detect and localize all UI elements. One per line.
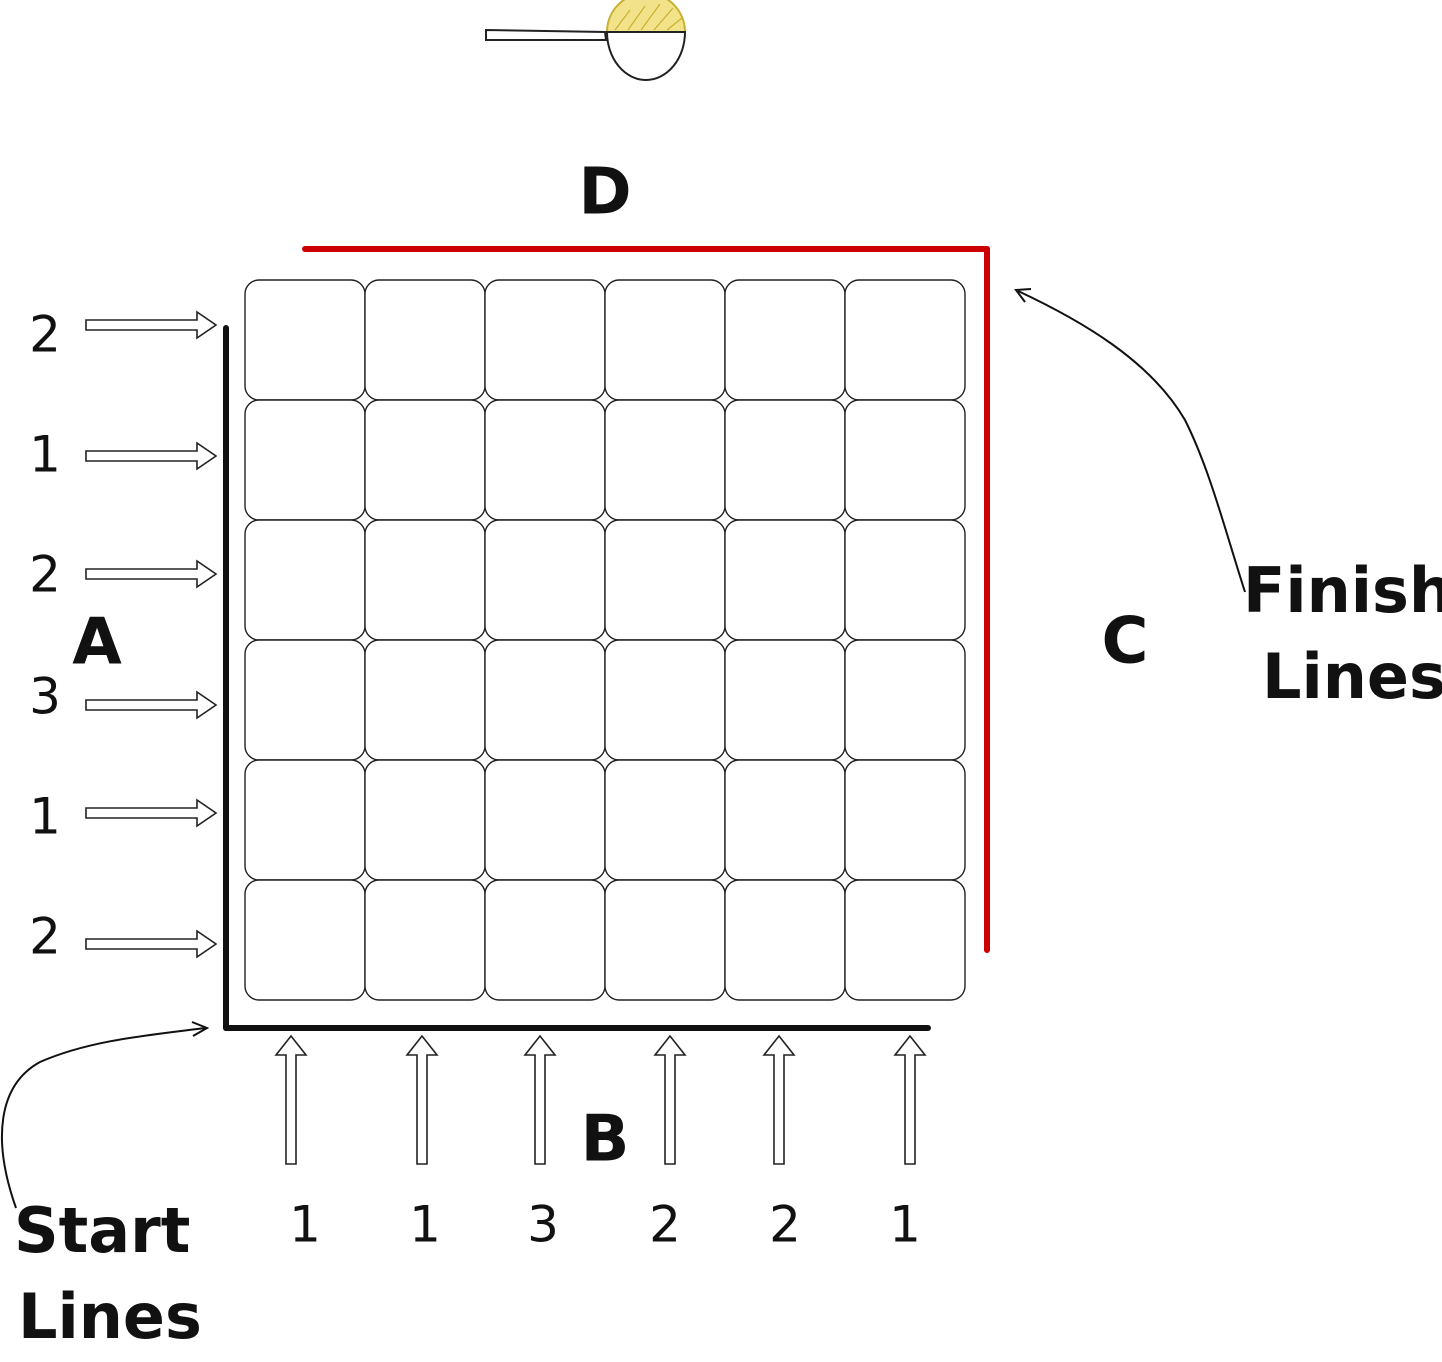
grid-cell	[844, 279, 966, 401]
grid-cell	[484, 639, 606, 761]
grid-cell	[844, 519, 966, 641]
start-caption-line2: Lines	[18, 1280, 202, 1353]
start-caption-line1: Start	[14, 1194, 190, 1267]
grid-cell	[364, 399, 486, 521]
row-arrow	[85, 559, 218, 589]
grid-cell	[844, 399, 966, 521]
side-label-a: A	[72, 606, 122, 680]
grid-cell	[244, 399, 366, 521]
column-arrow	[523, 1034, 557, 1165]
row-arrows	[85, 310, 218, 959]
column-arrows	[274, 1034, 927, 1165]
spoon-icon	[485, 0, 687, 81]
column-arrow	[274, 1034, 308, 1165]
grid-cell	[844, 879, 966, 1001]
column-arrow	[893, 1034, 927, 1165]
grid-cell	[604, 279, 726, 401]
start-pointer-arrow	[1, 1027, 206, 1209]
grid-cell	[244, 519, 366, 641]
grid-cell	[484, 879, 606, 1001]
grid-cell	[364, 279, 486, 401]
side-label-b: B	[581, 1103, 630, 1177]
grid-cell	[244, 759, 366, 881]
column-number: 2	[649, 1196, 681, 1254]
grid-cell	[364, 759, 486, 881]
finish-pointer-arrow	[1017, 290, 1246, 593]
row-number: 3	[29, 668, 61, 726]
row-number: 2	[29, 908, 61, 966]
column-number: 1	[409, 1196, 441, 1254]
column-arrow	[405, 1034, 439, 1165]
finish-caption-line1: Finish	[1243, 554, 1442, 627]
finish-pointer-arrowhead	[1014, 288, 1032, 303]
grid-cell	[364, 639, 486, 761]
grid-cell	[604, 399, 726, 521]
column-numbers: 1 1 3 2 2 1	[289, 1196, 921, 1254]
grid-cell	[604, 879, 726, 1001]
column-number: 1	[889, 1196, 921, 1254]
grid-cell	[364, 879, 486, 1001]
finish-caption-line2: Lines	[1262, 640, 1442, 713]
grid-cell	[244, 639, 366, 761]
side-label-c: C	[1102, 605, 1149, 679]
row-number: 2	[29, 306, 61, 364]
column-arrow	[762, 1034, 796, 1165]
row-arrow	[85, 798, 218, 828]
grid-cell	[724, 759, 846, 881]
row-arrow	[85, 929, 218, 959]
grid-cell	[484, 399, 606, 521]
grid-cell	[724, 879, 846, 1001]
grid-cell	[604, 639, 726, 761]
grid-cell	[484, 279, 606, 401]
row-number: 1	[29, 426, 61, 484]
column-number: 3	[527, 1196, 559, 1254]
grid-cell	[604, 519, 726, 641]
grid-cell	[844, 759, 966, 881]
row-arrow	[85, 690, 218, 720]
column-arrow	[653, 1034, 687, 1165]
grid	[244, 279, 966, 1001]
grid-cell	[724, 519, 846, 641]
grid-cell	[724, 279, 846, 401]
row-number: 2	[29, 546, 61, 604]
grid-cell	[484, 759, 606, 881]
grid-cell	[244, 279, 366, 401]
row-numbers: 2 1 2 3 1 2	[29, 306, 61, 966]
column-number: 1	[289, 1196, 321, 1254]
grid-cell	[244, 879, 366, 1001]
grid-cell	[844, 639, 966, 761]
start-pointer-arrowhead	[191, 1021, 210, 1037]
row-arrow	[85, 441, 218, 471]
grid-cell	[724, 639, 846, 761]
grid-cell	[604, 759, 726, 881]
grid-cell	[484, 519, 606, 641]
column-number: 2	[769, 1196, 801, 1254]
row-arrow	[85, 310, 218, 340]
grid-cell	[724, 399, 846, 521]
row-number: 1	[29, 788, 61, 846]
side-label-d: D	[578, 156, 631, 230]
grid-cell	[364, 519, 486, 641]
